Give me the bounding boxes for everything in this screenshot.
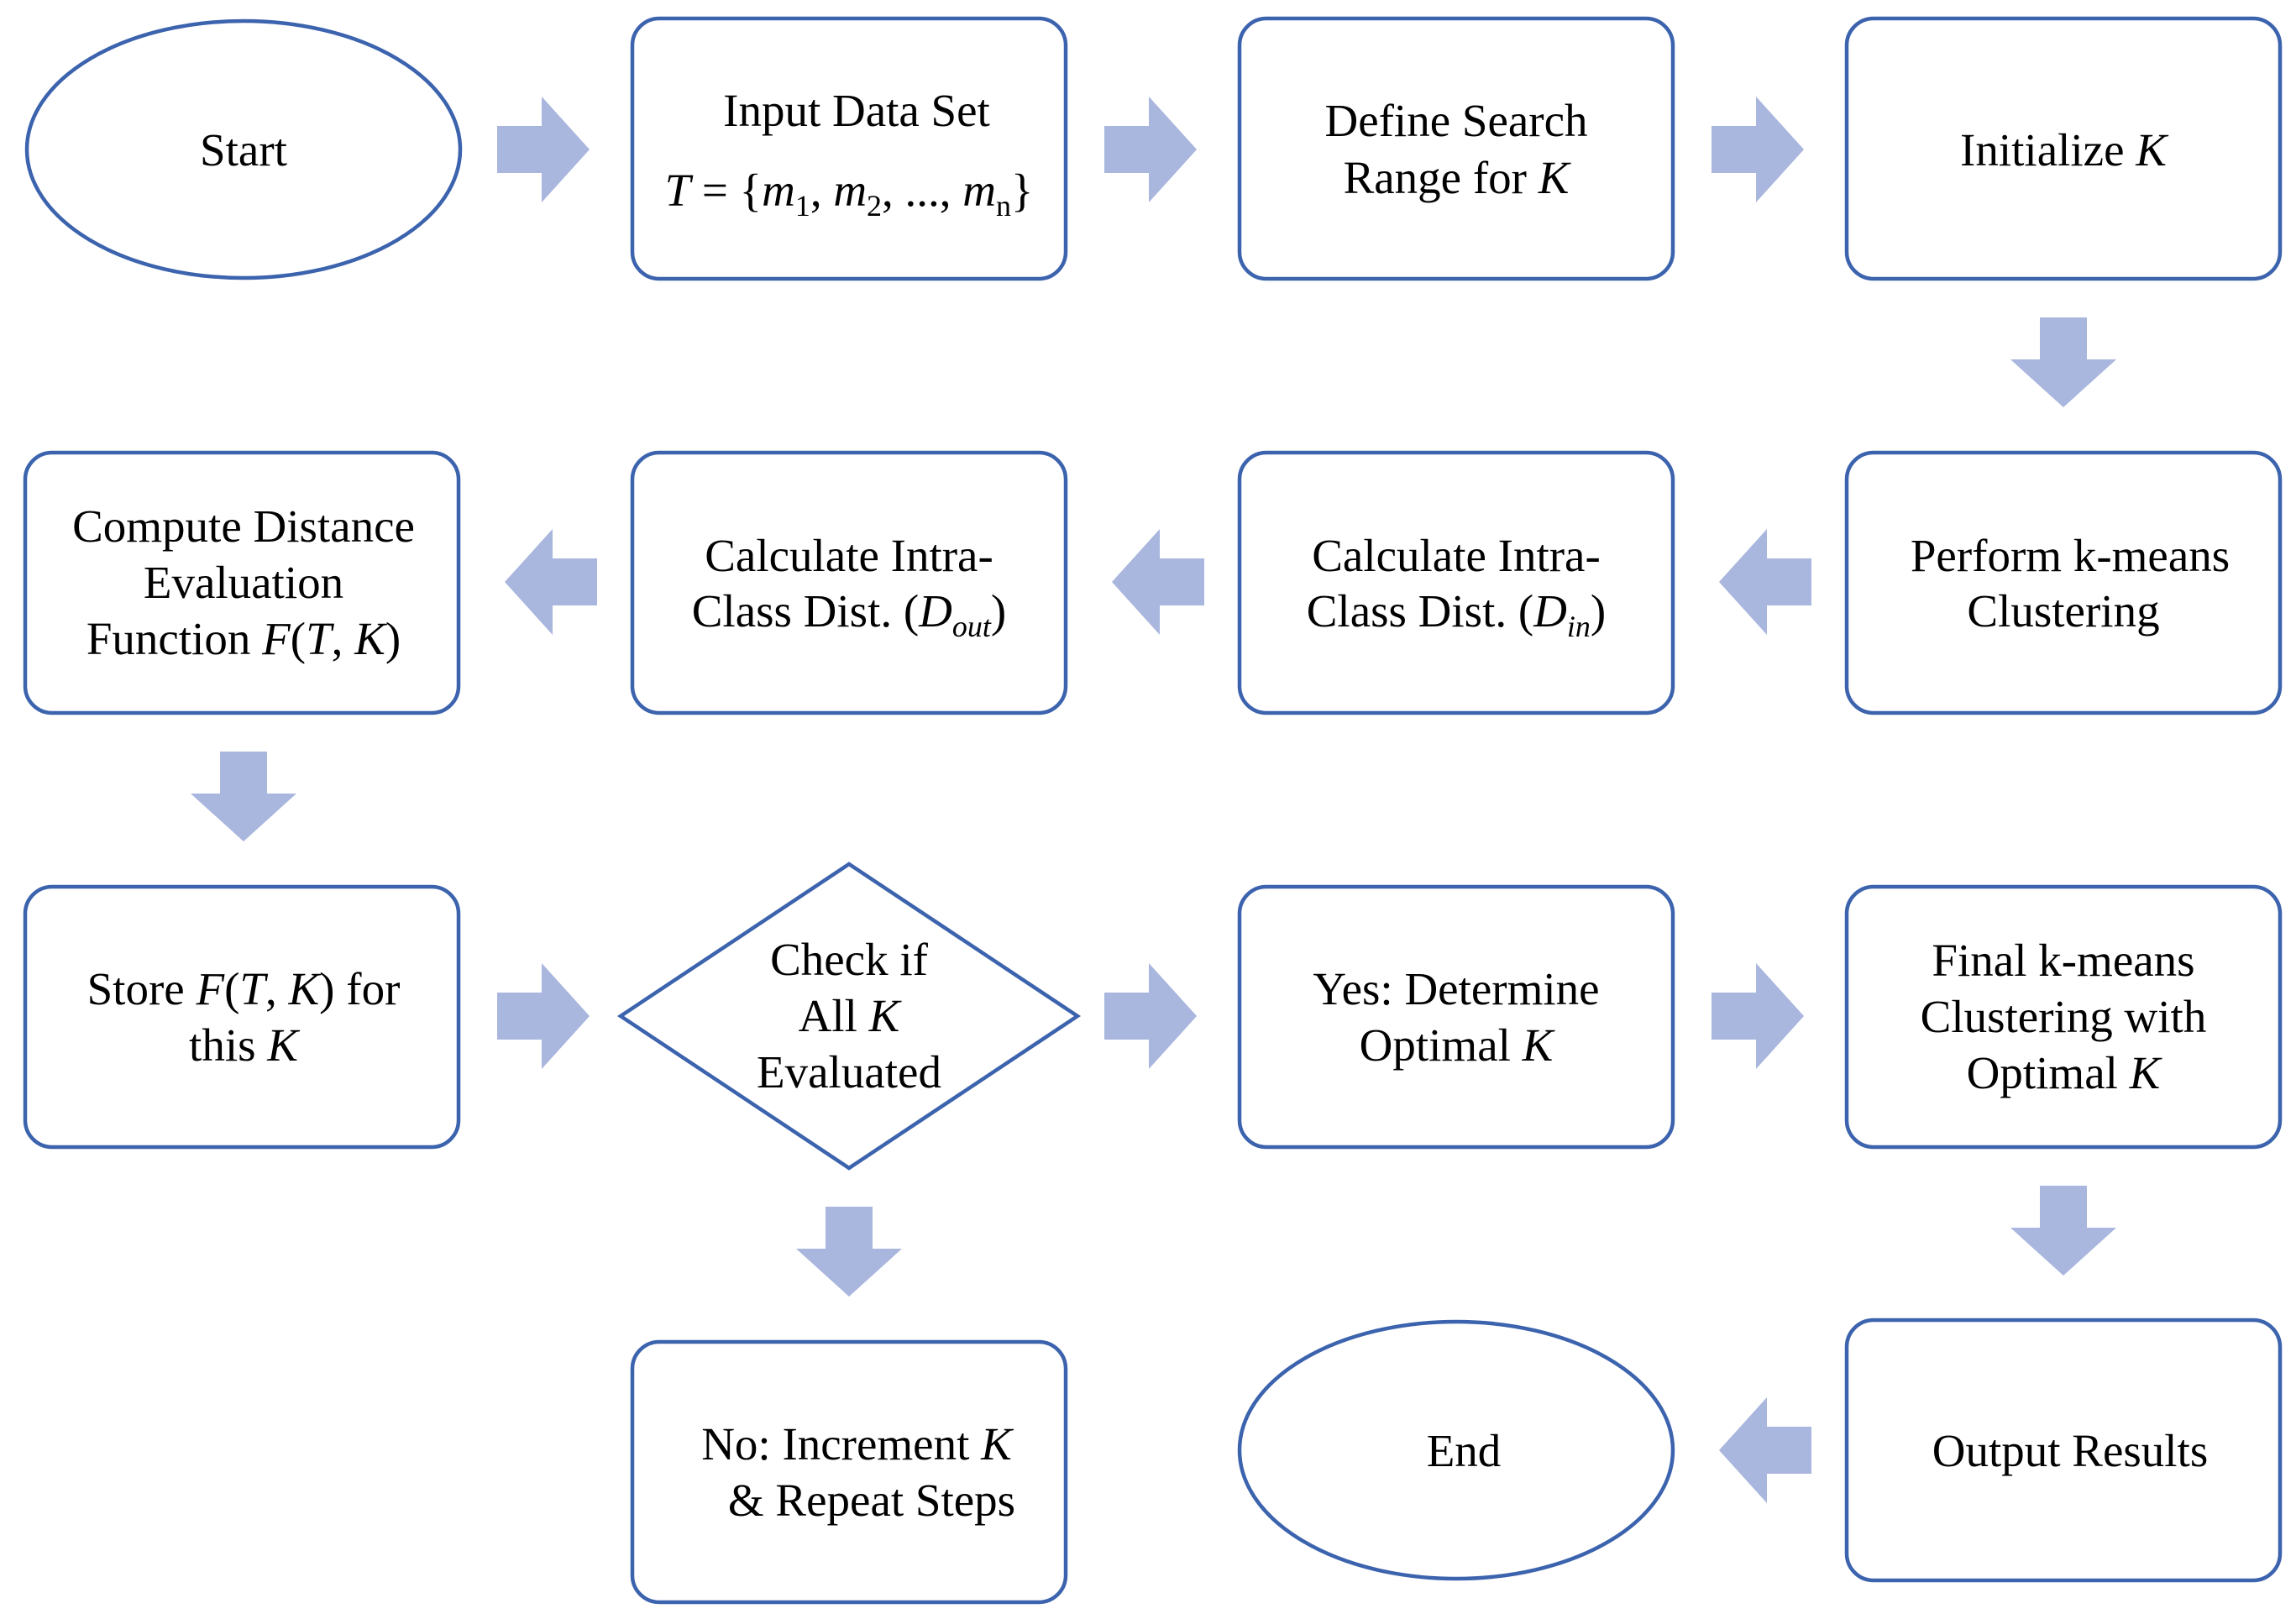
arrow-calc-out-to-compute	[505, 529, 597, 635]
arrow-compute-to-store	[191, 752, 296, 841]
calc-dist-out-node: Calculate Intra- Class Dist. (Dout)	[630, 450, 1068, 715]
calc-dist-out-line2: Class Dist. (Dout)	[692, 585, 1007, 643]
determine-optimal-k-node: Yes: Determine Optimal K	[1237, 884, 1675, 1150]
arrow-start-to-input	[497, 97, 590, 202]
store-f-line2: this K	[189, 1019, 301, 1071]
initialize-k-label: Initialize K	[1960, 124, 2169, 176]
determine-optimal-k-line2: Optimal K	[1360, 1019, 1556, 1071]
start-label: Start	[200, 124, 287, 176]
increment-k-node: No: Increment K & Repeat Steps	[630, 1339, 1068, 1605]
arrow-calc-in-to-calc-out	[1112, 529, 1204, 635]
final-kmeans-line3: Optimal K	[1967, 1047, 2163, 1098]
increment-k-line1: No: Increment K	[701, 1418, 1014, 1470]
arrow-perform-to-calc-in	[1719, 529, 1811, 635]
compute-distance-line1: Compute Distance	[72, 500, 415, 552]
check-all-k-decision: Check if All K Evaluated	[616, 862, 1082, 1171]
compute-distance-line2: Evaluation	[144, 557, 343, 608]
compute-distance-node: Compute Distance Evaluation Function F(T…	[23, 450, 461, 715]
define-range-line1: Define Search	[1324, 95, 1587, 146]
check-all-k-line1: Check if	[770, 934, 929, 985]
arrow-input-to-define	[1104, 97, 1197, 202]
calc-dist-in-node: Calculate Intra- Class Dist. (Din)	[1237, 450, 1675, 715]
end-node: End	[1237, 1319, 1675, 1581]
determine-optimal-k-line1: Yes: Determine	[1313, 963, 1599, 1014]
define-range-line2: Range for K	[1344, 152, 1572, 203]
arrow-store-to-check	[497, 963, 590, 1069]
define-range-node: Define Search Range for K	[1237, 16, 1675, 281]
start-node: Start	[24, 18, 463, 280]
final-kmeans-line1: Final k-means	[1932, 935, 2194, 986]
arrow-yes-to-final	[1712, 963, 1804, 1069]
calc-dist-in-line2: Class Dist. (Din)	[1307, 585, 1607, 643]
arrow-check-to-yes	[1104, 963, 1197, 1069]
store-f-node: Store F(T, K) for this K	[23, 884, 461, 1150]
output-results-node: Output Results	[1844, 1318, 2283, 1583]
input-data-set-formula: T = {m1, m2, ..., mn}	[665, 165, 1034, 223]
initialize-k-node: Initialize K	[1844, 16, 2283, 281]
store-f-line1: Store F(T, K) for	[87, 963, 401, 1014]
perform-kmeans-line2: Clustering	[1967, 585, 2159, 637]
perform-kmeans-node: Perform k-means Clustering	[1844, 450, 2283, 715]
check-all-k-line3: Evaluated	[757, 1046, 941, 1098]
output-results-label: Output Results	[1932, 1425, 2209, 1476]
final-kmeans-node: Final k-means Clustering with Optimal K	[1844, 884, 2283, 1150]
calc-dist-out-line1: Calculate Intra-	[705, 530, 993, 581]
final-kmeans-line2: Clustering with	[1921, 991, 2207, 1042]
input-data-node: Input Data Set T = {m1, m2, ..., mn}	[630, 16, 1068, 281]
increment-k-line2: & Repeat Steps	[728, 1475, 1015, 1526]
calc-dist-in-line1: Calculate Intra-	[1312, 530, 1601, 581]
arrow-check-to-no	[796, 1207, 902, 1297]
end-label: End	[1427, 1425, 1502, 1476]
check-all-k-line2: All K	[799, 990, 903, 1041]
perform-kmeans-line1: Perform k-means	[1911, 530, 2230, 581]
compute-distance-line3: Function F(T, K)	[86, 613, 401, 664]
arrow-output-to-end	[1719, 1397, 1811, 1503]
arrow-final-to-output	[2010, 1186, 2116, 1276]
input-data-title: Input Data Set	[723, 85, 990, 136]
arrow-define-to-init	[1712, 97, 1804, 202]
arrow-init-to-perform	[2010, 317, 2116, 407]
